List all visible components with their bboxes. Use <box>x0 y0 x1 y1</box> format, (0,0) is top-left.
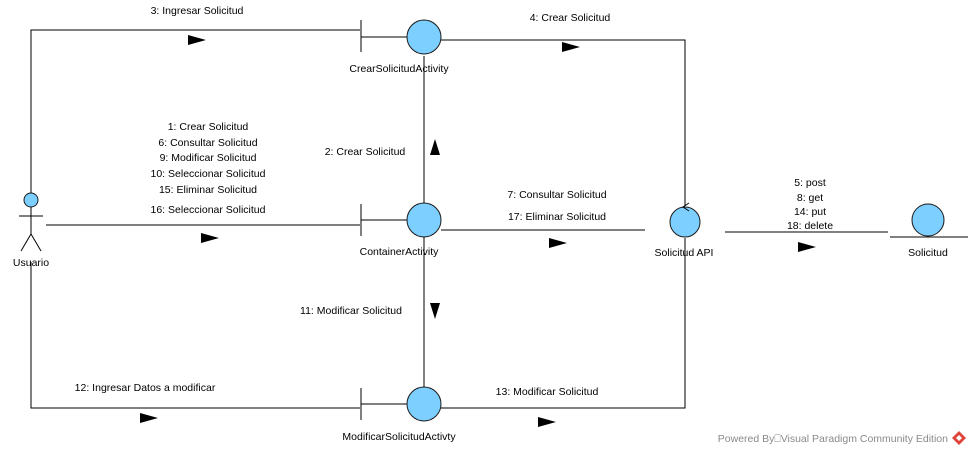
message-label: 12: Ingresar Datos a modificar <box>75 382 216 394</box>
boundary-circle <box>406 19 442 55</box>
message-label: 13: Modificar Solicitud <box>496 386 599 398</box>
actor-right-leg <box>30 233 42 252</box>
entity-circle <box>911 203 945 237</box>
node-label: ModificarSolicitudActivty <box>342 431 456 443</box>
boundary-crear-solicitud: CrearSolicitudActivity <box>349 19 449 75</box>
message-label: 17: Eliminar Solicitud <box>508 211 606 223</box>
boundary-modificar-solicitud: ModificarSolicitudActivty <box>342 386 456 443</box>
footer-credit: Powered By⎕Visual Paradigm Community Edi… <box>718 431 966 445</box>
link-user-crear <box>30 29 360 193</box>
control-arrowhead <box>682 202 690 212</box>
message-label: 3: Ingresar Solicitud <box>151 5 244 17</box>
control-solicitud-api: Solicitud API <box>655 202 714 259</box>
control-circle <box>669 206 701 238</box>
message-label: 4: Crear Solicitud <box>530 12 611 24</box>
actor-head <box>23 192 39 208</box>
links <box>30 29 888 409</box>
powered-by-text: Powered By⎕Visual Paradigm Community Edi… <box>718 433 948 445</box>
visual-paradigm-logo-icon <box>952 431 966 445</box>
entity-solicitud: Solicitud <box>890 203 968 259</box>
node-label: CrearSolicitudActivity <box>349 63 449 75</box>
message-label: 18: delete <box>787 220 833 232</box>
boundary-container: ContainerActivity <box>360 202 442 258</box>
message-arrows <box>140 35 816 427</box>
link-modificar-api <box>441 238 686 409</box>
link-crear-api <box>441 39 686 206</box>
arrow-right-icon <box>201 233 219 243</box>
message-label: 6: Consultar Solicitud <box>158 137 257 149</box>
message-label: 10: Seleccionar Solicitud <box>151 168 266 180</box>
arrow-down-icon <box>430 303 440 319</box>
arrow-right-icon <box>188 35 206 45</box>
boundary-circle <box>406 386 442 422</box>
arrow-right-icon <box>538 417 556 427</box>
message-label: 2: Crear Solicitud <box>325 146 406 158</box>
message-label: 1: Crear Solicitud <box>168 121 249 133</box>
actor-label: Usuario <box>13 257 49 269</box>
message-label: 9: Modificar Solicitud <box>160 152 257 164</box>
arrow-right-icon <box>549 238 567 248</box>
link-user-modificar <box>30 262 360 409</box>
message-labels: 3: Ingresar Solicitud 1: Crear Solicitud… <box>75 5 834 398</box>
boundary-circle <box>406 202 442 238</box>
message-label: 8: get <box>797 192 823 204</box>
message-label: 14: put <box>794 206 826 218</box>
node-label: ContainerActivity <box>360 246 440 258</box>
node-label: Solicitud <box>908 247 948 259</box>
message-label: 16: Seleccionar Solicitud <box>151 204 266 216</box>
message-label: 15: Eliminar Solicitud <box>159 184 257 196</box>
arrow-right-icon <box>562 42 580 52</box>
node-label: Solicitud API <box>655 247 714 259</box>
message-label: 11: Modificar Solicitud <box>300 305 402 317</box>
arrow-up-icon <box>430 139 440 155</box>
message-label: 7: Consultar Solicitud <box>507 189 606 201</box>
arrow-right-icon <box>798 242 816 252</box>
actor-left-leg <box>20 233 32 252</box>
message-label: 5: post <box>794 177 826 189</box>
arrow-right-icon <box>140 413 158 423</box>
actor-usuario: Usuario <box>13 192 49 269</box>
